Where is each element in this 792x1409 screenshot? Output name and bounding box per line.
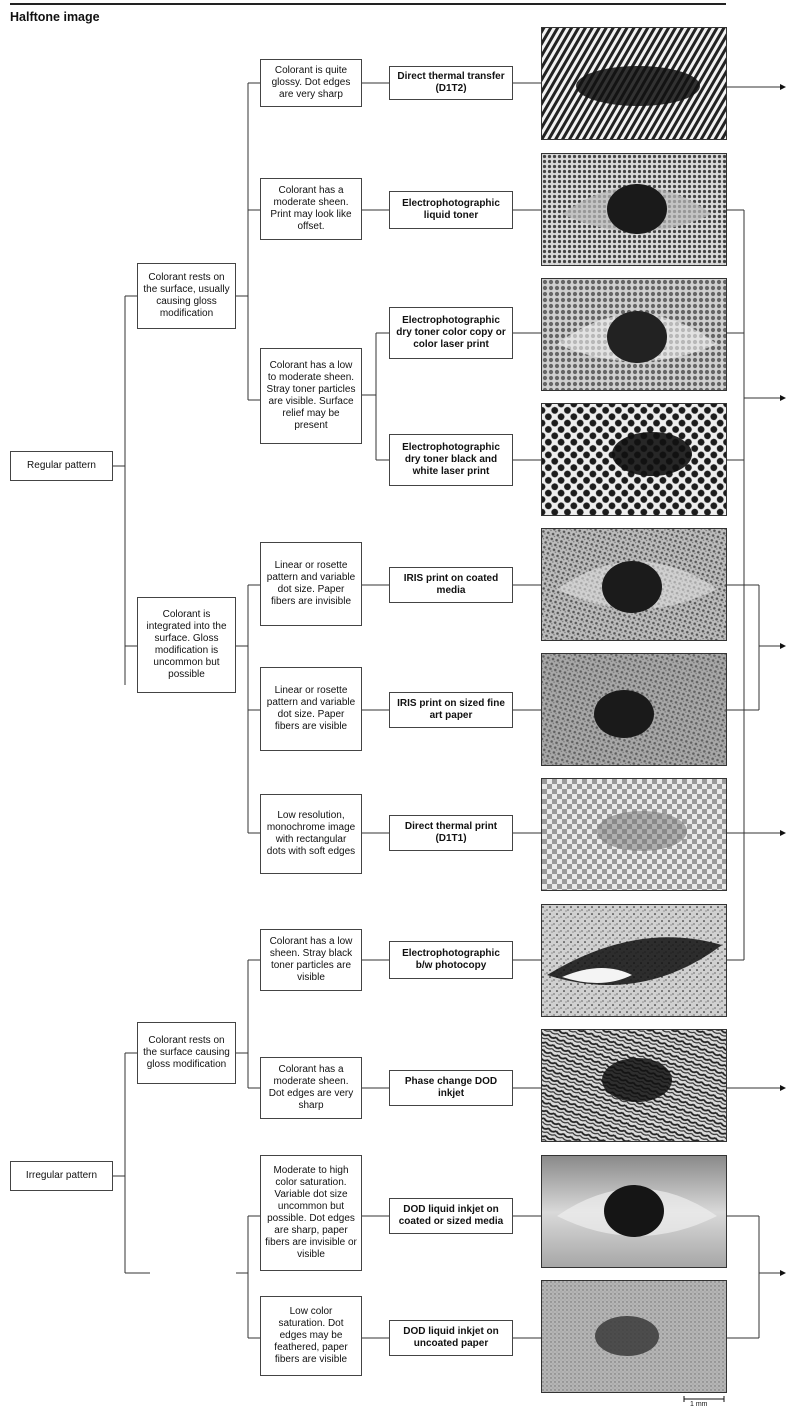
- sample-image-dry-toner-bw: [541, 403, 727, 516]
- tech-dry-toner-bw: Electrophotographic dry toner black and …: [389, 434, 513, 486]
- root-irregular-pattern: Irregular pattern: [10, 1161, 113, 1191]
- root-regular-pattern: Regular pattern: [10, 451, 113, 481]
- desc-low-sheen-toner: Colorant has a low sheen. Stray black to…: [260, 929, 362, 991]
- sample-image-iris-coated: [541, 528, 727, 641]
- tech-iris-coated: IRIS print on coated media: [389, 567, 513, 603]
- desc-low-saturation: Low color saturation. Dot edges may be f…: [260, 1296, 362, 1376]
- group-integrated: Colorant is integrated into the surface.…: [137, 597, 236, 693]
- tech-direct-thermal-transfer: Direct thermal transfer (D1T2): [389, 66, 513, 100]
- group-surface-gloss-irregular: Colorant rests on the surface causing gl…: [137, 1022, 236, 1084]
- desc-rosette-fibers-invisible: Linear or rosette pattern and variable d…: [260, 542, 362, 626]
- desc-glossy-sharp: Colorant is quite glossy. Dot edges are …: [260, 59, 362, 107]
- sample-image-phase-change: [541, 1029, 727, 1142]
- desc-low-moderate-sheen: Colorant has a low to moderate sheen. St…: [260, 348, 362, 444]
- sample-image-direct-thermal: [541, 778, 727, 891]
- tech-dry-toner-color: Electrophotographic dry toner color copy…: [389, 307, 513, 359]
- desc-high-saturation: Moderate to high color saturation. Varia…: [260, 1155, 362, 1271]
- group-surface-gloss: Colorant rests on the surface, usually c…: [137, 263, 236, 329]
- tech-liquid-toner: Electrophotographic liquid toner: [389, 191, 513, 229]
- top-rule: [10, 3, 726, 5]
- desc-low-resolution: Low resolution, monochrome image with re…: [260, 794, 362, 874]
- tech-inkjet-uncoated: DOD liquid inkjet on uncoated paper: [389, 1320, 513, 1356]
- sample-image-liquid-toner: [541, 153, 727, 266]
- tech-phase-change-inkjet: Phase change DOD inkjet: [389, 1070, 513, 1106]
- sample-image-inkjet-coated: [541, 1155, 727, 1268]
- tech-inkjet-coated: DOD liquid inkjet on coated or sized med…: [389, 1198, 513, 1234]
- sample-image-dry-toner-color: [541, 278, 727, 391]
- sample-image-d1t2: [541, 27, 727, 140]
- sample-image-photocopy: [541, 904, 727, 1017]
- scale-bar-label: 1 mm: [690, 1401, 708, 1408]
- desc-moderate-sheen-offset: Colorant has a moderate sheen. Print may…: [260, 178, 362, 240]
- page-title: Halftone image: [10, 10, 100, 24]
- desc-moderate-sheen-sharp: Colorant has a moderate sheen. Dot edges…: [260, 1057, 362, 1119]
- sample-image-inkjet-uncoated: [541, 1280, 727, 1393]
- tech-direct-thermal-print: Direct thermal print (D1T1): [389, 815, 513, 851]
- tech-bw-photocopy: Electrophotographic b/w photocopy: [389, 941, 513, 979]
- desc-rosette-fibers-visible: Linear or rosette pattern and variable d…: [260, 667, 362, 751]
- tech-iris-fine-art: IRIS print on sized fine art paper: [389, 692, 513, 728]
- sample-image-iris-fine-art: [541, 653, 727, 766]
